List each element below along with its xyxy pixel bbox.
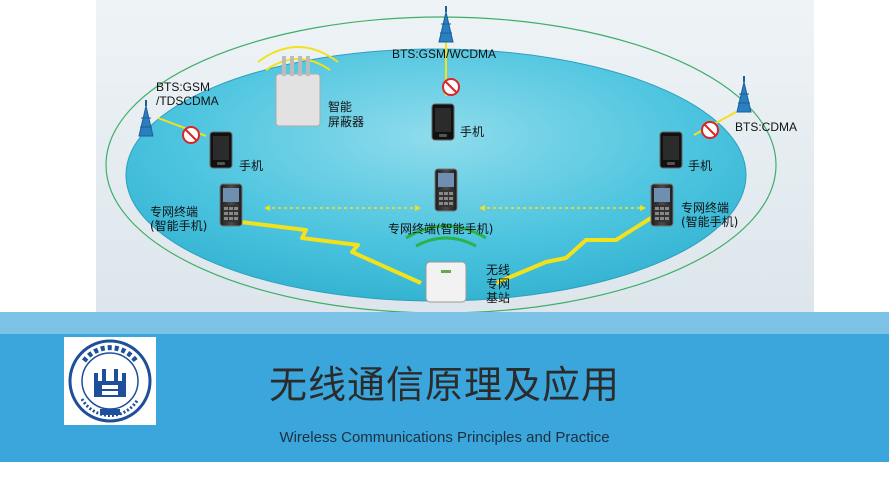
- label-jammer-line1: 智能: [328, 99, 352, 114]
- label-bts-tdscdma: /TDSCDMA: [156, 94, 219, 108]
- label-terminal-left-line1: 专网终端: [150, 204, 198, 219]
- private-terminal-center-icon: [434, 168, 458, 212]
- university-seal-icon: [68, 339, 152, 423]
- blocked-signal-left-icon: [182, 126, 200, 144]
- label-base-line3: 基站: [486, 291, 510, 305]
- label-jammer-line2: 屏蔽器: [328, 115, 364, 129]
- arrow-right-2-icon: [640, 205, 646, 211]
- label-bts-gsm: BTS:GSM: [156, 80, 210, 94]
- mobile-phone-left-icon: [209, 131, 233, 169]
- footer-area: [0, 462, 889, 500]
- label-phone-top: 手机: [460, 125, 484, 139]
- label-base-line1: 无线: [486, 263, 510, 277]
- private-base-station: [405, 224, 487, 303]
- arrow-right-1-icon: [415, 205, 421, 211]
- outer-coverage-ring: [105, 16, 777, 312]
- blocked-signal-top-icon: [442, 78, 460, 96]
- label-terminal-center: 专网终端(智能手机): [388, 221, 493, 236]
- label-terminal-right-line1: 专网终端: [681, 200, 729, 215]
- lightning-left: [223, 218, 422, 285]
- label-phone-left: 手机: [239, 159, 263, 173]
- lightning-right: [495, 216, 653, 285]
- label-phone-right: 手机: [688, 159, 712, 173]
- private-terminal-right-icon: [650, 183, 674, 227]
- mobile-phone-right-icon: [659, 131, 683, 169]
- blocked-signal-right-icon: [701, 121, 719, 139]
- label-terminal-right-line2: (智能手机): [681, 214, 738, 229]
- arrow-left-2-icon: [479, 205, 485, 211]
- label-terminal-left-line2: (智能手机): [150, 218, 207, 233]
- course-subtitle: Wireless Communications Principles and P…: [279, 429, 610, 446]
- network-diagram: BTS:GSM /TDSCDMA BTS:GSM/WCDMA BTS:CDMA …: [96, 0, 814, 312]
- label-base-line2: 专网: [486, 276, 510, 291]
- mobile-phone-top-icon: [431, 103, 455, 141]
- arrow-left-1-icon: [264, 205, 270, 211]
- label-bts-cdma: BTS:CDMA: [735, 120, 797, 134]
- university-logo: [64, 337, 156, 425]
- smart-jammer-device: [257, 46, 339, 127]
- label-bts-gsm-wcdma: BTS:GSM/WCDMA: [392, 47, 496, 61]
- private-terminal-left-icon: [219, 183, 243, 227]
- banner-top-stripe: [0, 312, 889, 334]
- course-title: 无线通信原理及应用: [268, 363, 620, 407]
